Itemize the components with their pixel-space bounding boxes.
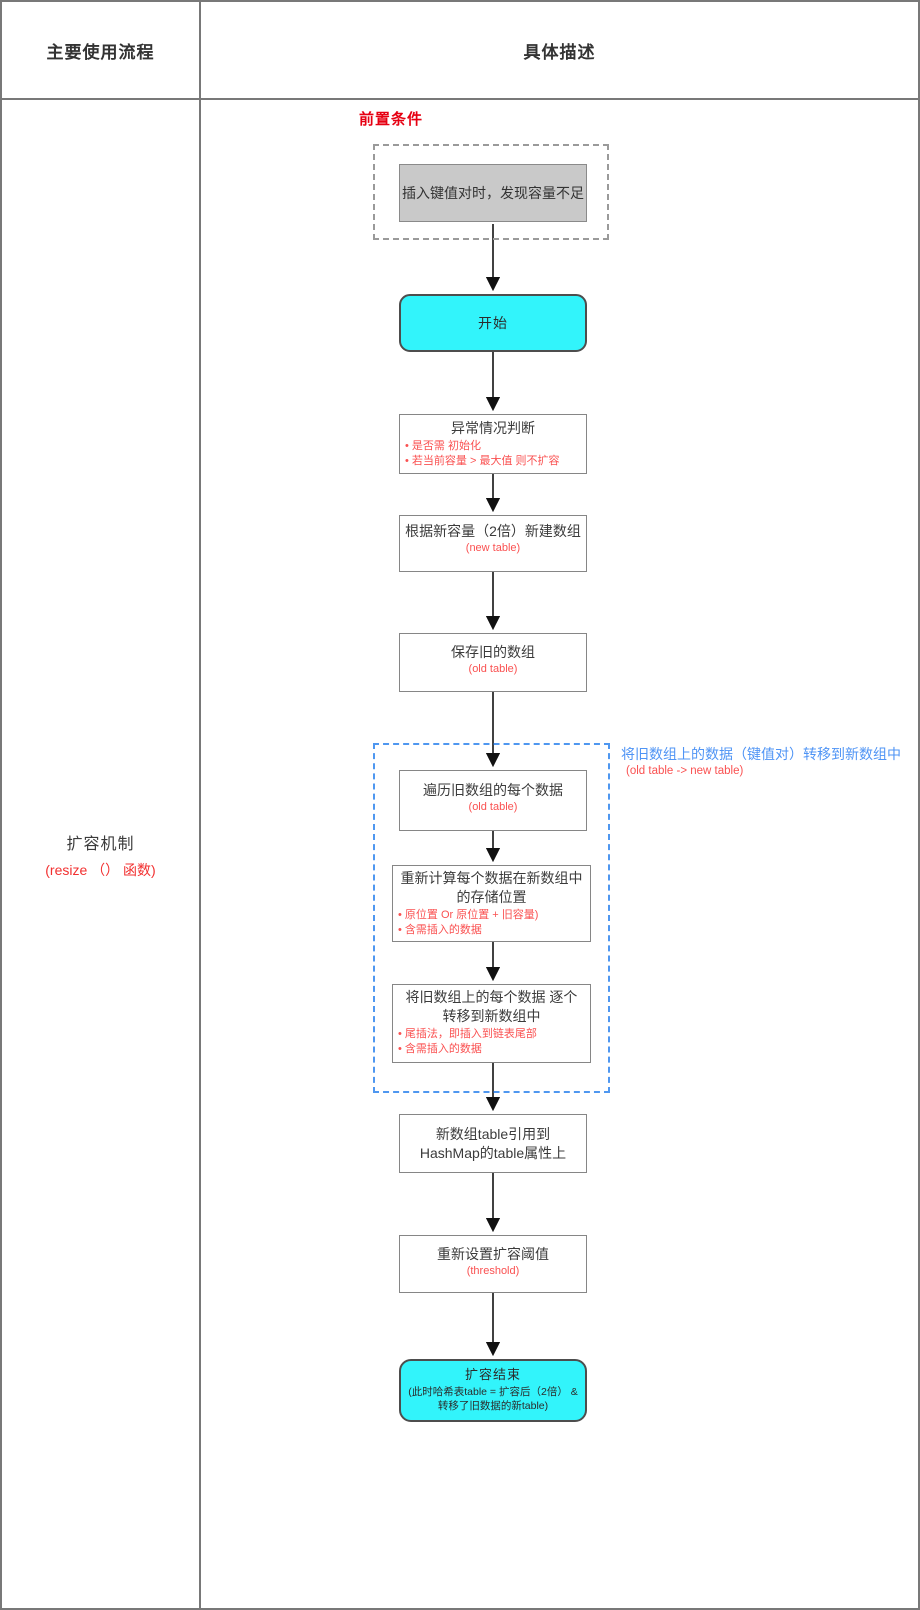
mechanism-subtitle: (resize （） 函数)	[45, 862, 156, 878]
exception-check-node: 异常情况判断 是否需 初始化 若当前容量 > 最大值 则不扩容	[399, 414, 587, 474]
node-title: 遍历旧数组的每个数据	[423, 782, 563, 798]
header-divider	[2, 98, 918, 100]
transfer-annotation-note: (old table -> new table)	[626, 765, 744, 777]
bullet-item: 尾插法，即插入到链表尾部	[398, 1027, 590, 1042]
node-note: (此时哈希表table = 扩容后（2倍） & 转移了旧数据的新table)	[408, 1386, 578, 1412]
node-title: 重新设置扩容阈值	[437, 1246, 549, 1262]
node-title: 异常情况判断	[451, 420, 535, 436]
node-bullets: 是否需 初始化 若当前容量 > 最大值 则不扩容	[400, 438, 586, 468]
iterate-old-array-node: 遍历旧数组的每个数据 (old table)	[399, 770, 587, 831]
node-title: 新数组table引用到HashMap的table属性上	[419, 1125, 567, 1161]
transfer-annotation: 将旧数组上的数据（键值对）转移到新数组中	[621, 746, 901, 762]
save-old-array-node: 保存旧的数组 (old table)	[399, 633, 587, 692]
mechanism-title: 扩容机制	[66, 836, 135, 853]
node-title: 重新计算每个数据在新数组中的存储位置	[400, 870, 583, 905]
reset-threshold-node: 重新设置扩容阈值 (threshold)	[399, 1235, 587, 1293]
node-bullets: 原位置 Or 原位置 + 旧容量) 含需插入的数据	[393, 907, 590, 937]
recompute-position-node: 重新计算每个数据在新数组中的存储位置 原位置 Or 原位置 + 旧容量) 含需插…	[392, 865, 591, 942]
column-divider	[199, 2, 201, 1608]
new-array-node: 根据新容量（2倍）新建数组 (new table)	[399, 515, 587, 572]
header-description: 具体描述	[523, 42, 596, 62]
move-data-node: 将旧数组上的每个数据 逐个转移到新数组中 尾插法，即插入到链表尾部 含需插入的数…	[392, 984, 591, 1063]
precondition-label: 前置条件	[359, 111, 424, 128]
transfer-group	[373, 743, 610, 1093]
assign-table-node: 新数组table引用到HashMap的table属性上	[399, 1114, 587, 1173]
end-node: 扩容结束 (此时哈希表table = 扩容后（2倍） & 转移了旧数据的新tab…	[399, 1359, 587, 1422]
precondition-box: 插入键值对时，发现容量不足	[399, 164, 587, 222]
node-note: (old table)	[468, 663, 518, 675]
node-title: 扩容结束	[464, 1367, 521, 1382]
node-note: (threshold)	[466, 1265, 520, 1277]
node-title: 保存旧的数组	[451, 644, 535, 660]
left-cell: 扩容机制 (resize （） 函数)	[2, 830, 199, 880]
node-note: (new table)	[465, 542, 521, 554]
node-bullets: 尾插法，即插入到链表尾部 含需插入的数据	[393, 1026, 590, 1056]
bullet-item: 若当前容量 > 最大值 则不扩容	[405, 454, 586, 469]
flowchart-canvas: 前置条件 插入键值对时，发现容量不足 开始 异常情况判断 是否需 初始化 若当前…	[201, 100, 918, 1608]
node-title: 根据新容量（2倍）新建数组	[405, 523, 581, 539]
node-title: 将旧数组上的每个数据 逐个转移到新数组中	[405, 989, 578, 1024]
bullet-item: 原位置 Or 原位置 + 旧容量)	[398, 908, 590, 923]
bullet-item: 含需插入的数据	[398, 923, 590, 938]
node-note: (old table)	[468, 801, 518, 813]
start-node: 开始	[399, 294, 587, 352]
header-main-process: 主要使用流程	[46, 42, 155, 62]
bullet-item: 是否需 初始化	[405, 439, 586, 454]
bullet-item: 含需插入的数据	[398, 1042, 590, 1057]
precondition-group	[373, 144, 609, 240]
